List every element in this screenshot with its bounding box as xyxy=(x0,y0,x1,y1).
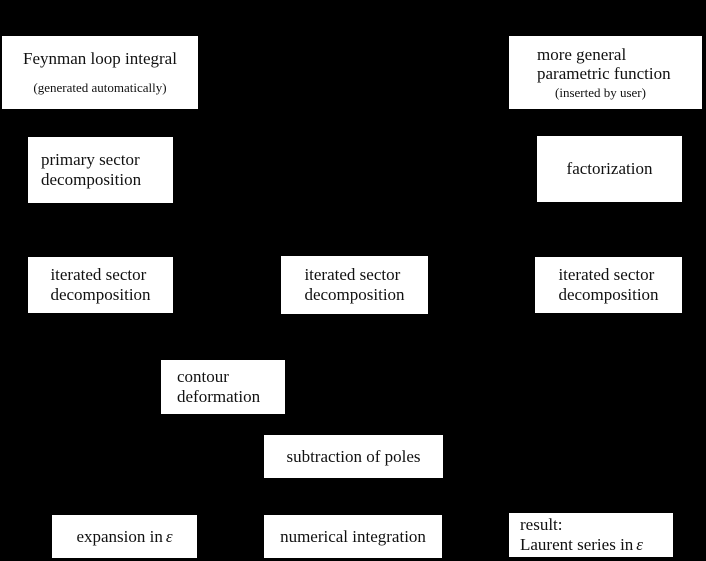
node-line-text: Laurent series in xyxy=(520,535,634,554)
node-label: factorization xyxy=(566,159,653,178)
node-iterated-sector-decomposition-center: iterated sector decomposition xyxy=(281,256,428,314)
node-primary-sector-decomposition: primary sector decomposition xyxy=(28,137,173,203)
epsilon-symbol: ε xyxy=(636,535,643,554)
node-line: iterated sector xyxy=(558,265,655,284)
node-label: numerical integration xyxy=(280,526,426,546)
node-line: parametric function xyxy=(537,63,671,83)
node-line: iterated sector xyxy=(304,265,401,284)
node-note: (inserted by user) xyxy=(555,84,646,100)
node-feynman-loop-integral: Feynman loop integral (generated automat… xyxy=(2,36,198,109)
node-more-general-parametric-function: more general parametric function (insert… xyxy=(509,36,702,109)
node-line: decomposition xyxy=(558,285,659,304)
node-line: decomposition xyxy=(304,285,405,304)
node-line: result: xyxy=(520,515,563,534)
node-note: (generated automatically) xyxy=(33,80,167,95)
node-line: iterated sector xyxy=(50,265,147,284)
node-label: expansion in xyxy=(76,526,163,546)
epsilon-symbol: ε xyxy=(165,526,173,546)
node-line: contour xyxy=(177,367,229,386)
node-line: decomposition xyxy=(50,285,151,304)
node-subtraction-of-poles: subtraction of poles xyxy=(264,435,443,478)
node-iterated-sector-decomposition-right: iterated sector decomposition xyxy=(535,257,682,313)
node-factorization: factorization xyxy=(537,136,682,202)
node-label: subtraction of poles xyxy=(286,446,421,466)
node-line: deformation xyxy=(177,387,261,406)
node-line: primary sector xyxy=(41,150,140,169)
node-iterated-sector-decomposition-left: iterated sector decomposition xyxy=(28,257,173,313)
node-contour-deformation: contour deformation xyxy=(161,360,285,414)
node-title: Feynman loop integral xyxy=(23,49,177,68)
node-line: more general xyxy=(537,44,627,64)
node-numerical-integration: numerical integration xyxy=(264,515,442,558)
node-line: decomposition xyxy=(41,170,142,189)
